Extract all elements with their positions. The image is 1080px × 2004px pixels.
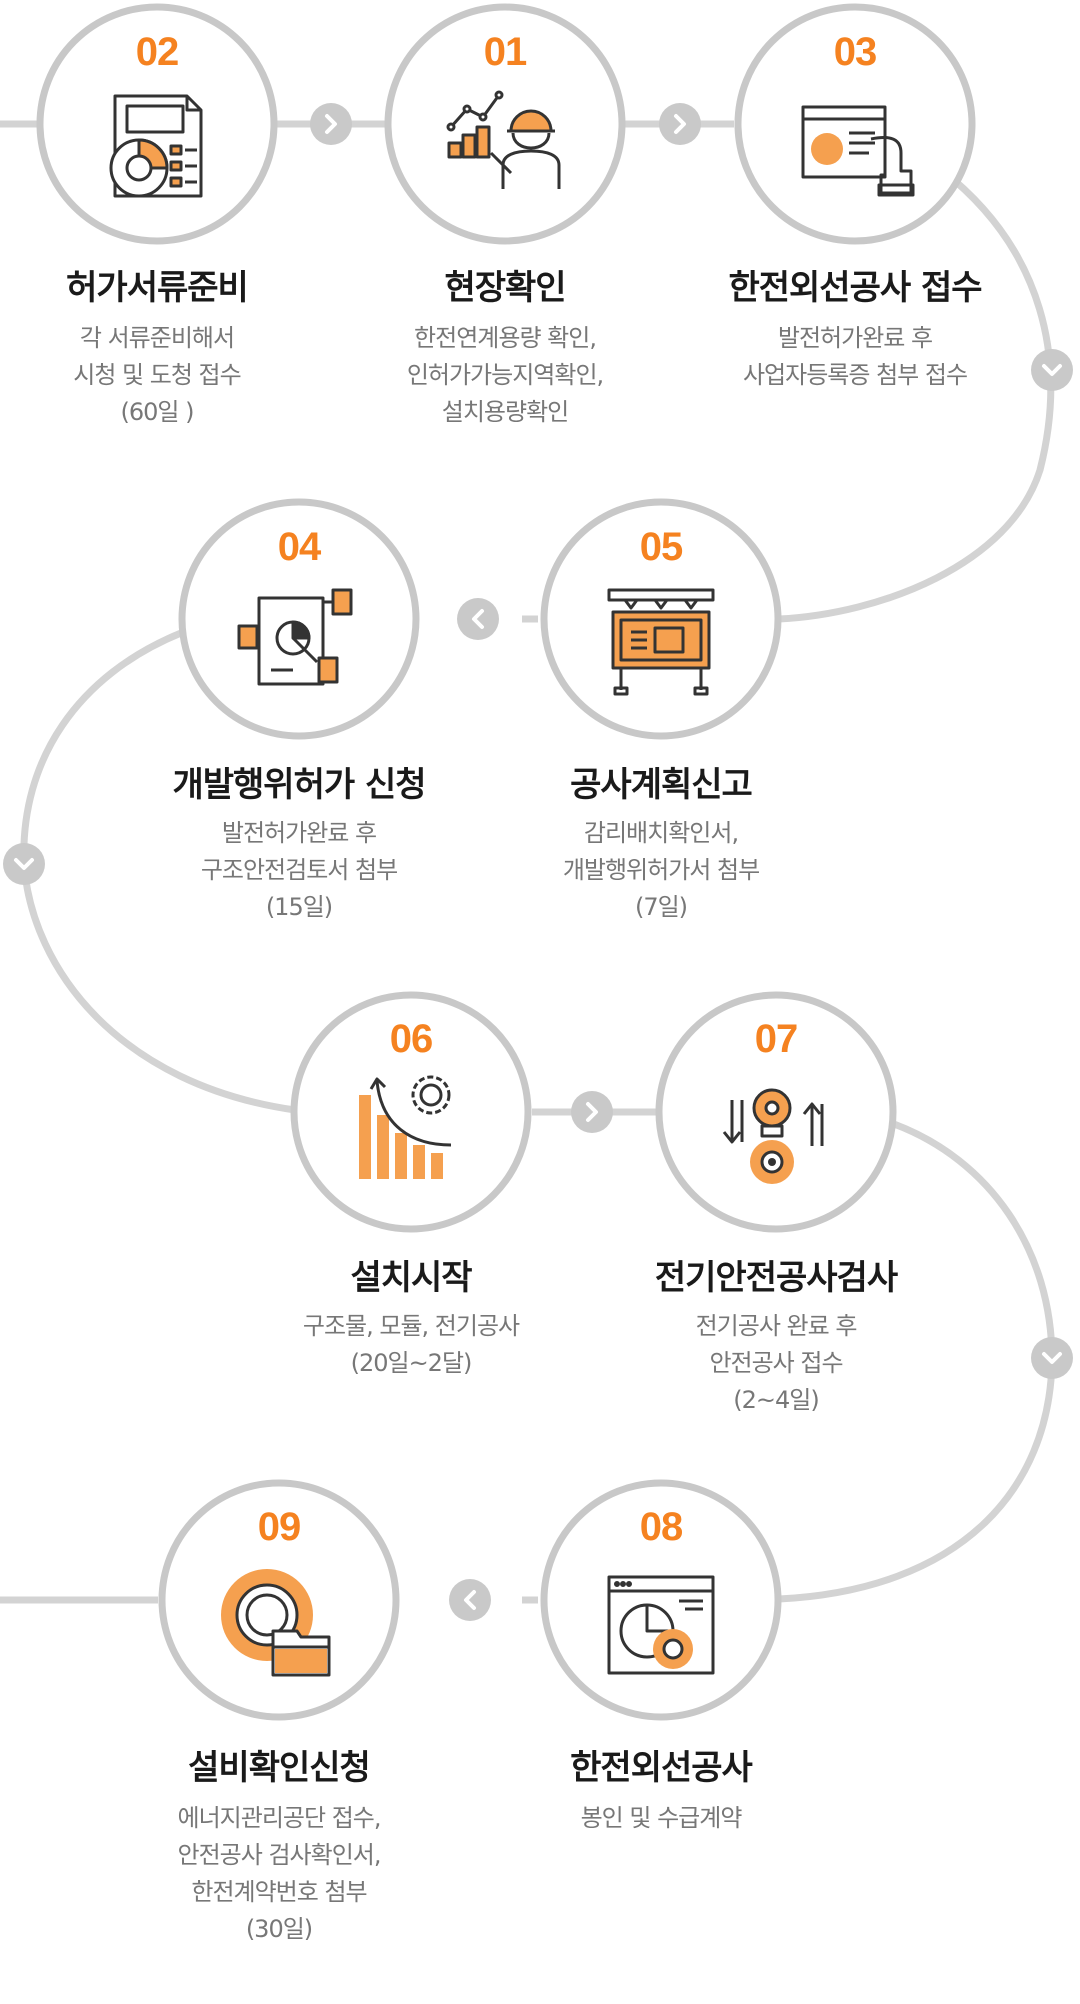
step-title: 전기안전공사검사 [654,1258,898,1298]
step-description: 발전허가완료 후 사업자등록증 첨부 접수 [742,324,968,389]
bulb-gear-arrows-icon [722,1088,824,1184]
step-description: 봉인 및 수급계약 [580,1804,743,1832]
step-number: 07 [754,1017,799,1061]
step-number: 04 [277,525,322,569]
step-number: 01 [483,30,528,74]
document-chart-icon [109,94,203,198]
connector-chevron-down-1 [1031,349,1073,391]
step-number: 09 [257,1505,302,1549]
worker-chart-icon [446,90,561,189]
step-title: 공사계획신고 [570,765,753,805]
step-number: 03 [833,30,878,74]
connector-chevron-down-2 [3,843,45,885]
bar-chart-gear-icon [359,1075,452,1179]
billboard-icon [607,588,715,696]
report-analysis-icon [237,588,353,686]
hand-document-icon [801,105,915,197]
step-number: 06 [389,1017,434,1061]
step-title: 설비확인신청 [188,1748,371,1788]
connector-chevron-down-3 [1031,1337,1073,1379]
connector-chevron-left-1 [457,598,499,640]
step-title: 한전외선공사 접수 [728,268,982,308]
step-number: 02 [135,30,180,74]
step-number: 08 [639,1505,684,1549]
connector-chevron-left-2 [449,1579,491,1621]
step-circle-01 [384,3,626,245]
step-description: 구조물, 모듈, 전기공사 (20일~2달) [302,1312,520,1377]
gear-folder-icon [221,1569,331,1677]
step-description: 한전연계용량 확인, 인허가가능지역확인, 설치용량확인 [406,324,604,426]
step-description: 전기공사 완료 후 안전공사 접수 (2~4일) [695,1312,858,1414]
browser-gear-icon [607,1575,715,1675]
connector-chevron-right-1 [310,103,352,145]
step-title: 허가서류준비 [66,268,249,308]
step-circle-06 [290,991,532,1233]
step-title: 한전외선공사 [570,1748,753,1788]
step-number: 05 [639,525,684,569]
step-description: 에너지관리공단 접수, 안전공사 검사확인서, 한전계약번호 첨부 (30일) [177,1804,382,1943]
step-title: 현장확인 [444,268,566,308]
step-title: 개발행위허가 신청 [172,765,426,805]
connector-chevron-right-2 [659,103,701,145]
step-description: 발전허가완료 후 구조안전검토서 첨부 (15일) [200,819,398,921]
connector-chevron-right-3 [571,1091,613,1133]
step-description: 감리배치확인서, 개발행위허가서 첨부 (7일) [562,819,760,921]
step-title: 설치시작 [350,1258,472,1298]
step-description: 각 서류준비해서 시청 및 도청 접수 (60일 ) [73,324,241,426]
